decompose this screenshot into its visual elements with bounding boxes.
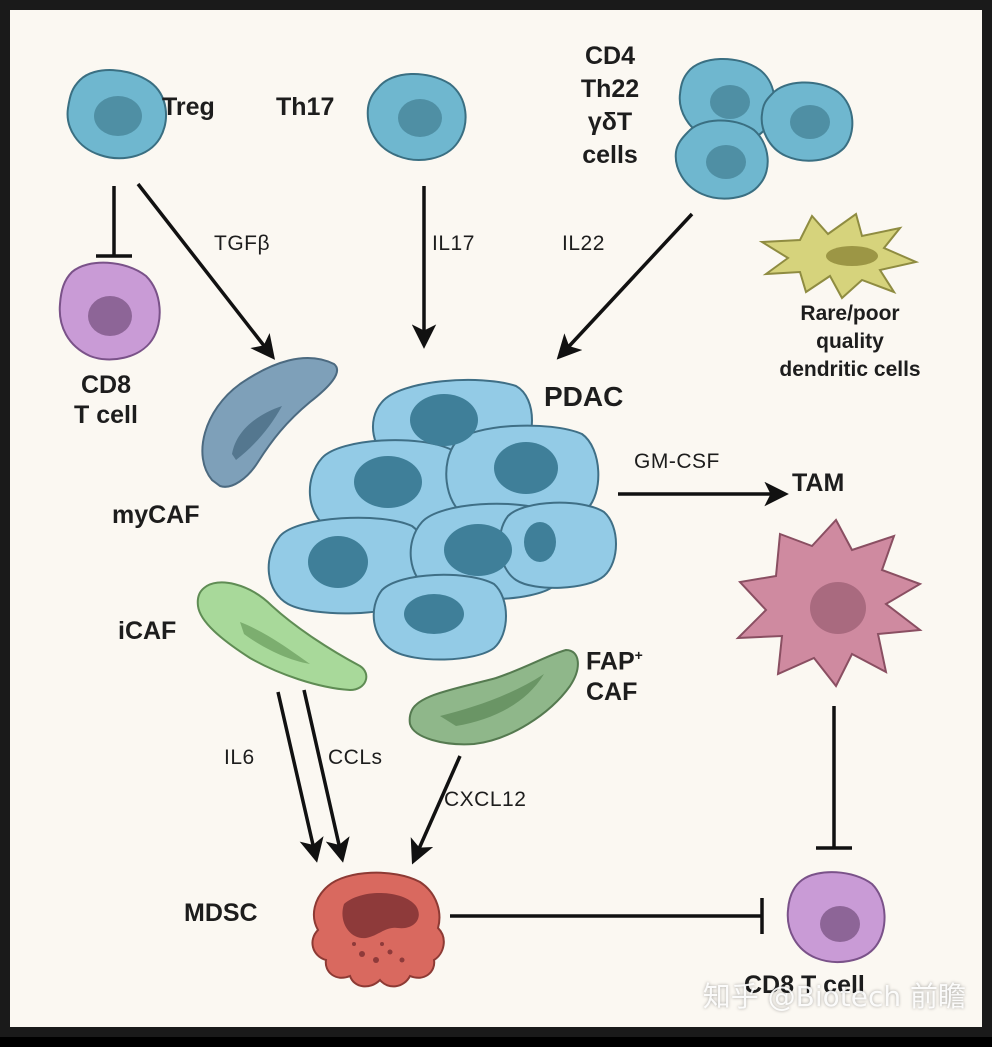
cd4-line-3: γδT: [570, 106, 650, 139]
treg-cell-icon: [68, 70, 166, 158]
gmcsf-label: GM-CSF: [634, 450, 720, 474]
tgfb-arrow: [138, 184, 272, 356]
ccls-label: CCLs: [328, 746, 383, 770]
fap-caf-text: FAP: [586, 647, 635, 675]
cd8-top-line-2: T cell: [46, 400, 166, 430]
il17-label: IL17: [432, 232, 475, 256]
cd8-top-label: CD8 T cell: [46, 370, 166, 430]
pdac-tumor-cluster-icon: [269, 380, 616, 660]
fap-caf-sup: +: [635, 647, 643, 663]
mycaf-label: myCAF: [112, 500, 200, 530]
treg-label: Treg: [162, 92, 215, 122]
watermark: 知乎 @Biotech 前瞻: [703, 975, 966, 1015]
tam-label: TAM: [792, 468, 844, 498]
tgfb-label: TGFβ: [214, 232, 270, 256]
th17-cell-icon: [368, 74, 466, 160]
fap-caf-line-1: FAP+: [586, 640, 643, 677]
dendritic-line-2: quality: [750, 328, 950, 356]
dendritic-line-1: Rare/poor: [750, 300, 950, 328]
dendritic-label: Rare/poor quality dendritic cells: [750, 300, 950, 384]
il22-label: IL22: [562, 232, 605, 256]
th17-label: Th17: [276, 92, 334, 122]
il6-label: IL6: [224, 746, 255, 770]
icaf-label: iCAF: [118, 616, 176, 646]
fap-caf-label: FAP+ CAF: [586, 640, 643, 708]
mdsc-cell-icon: [312, 873, 443, 987]
cd8-top-line-1: CD8: [46, 370, 166, 400]
pdac-label: PDAC: [544, 382, 623, 412]
cxcl12-label: CXCL12: [444, 788, 526, 812]
cd4-line-1: CD4: [570, 40, 650, 73]
cd8-top-cell-icon: [60, 263, 160, 360]
mdsc-label: MDSC: [184, 898, 258, 928]
fap-caf-cell-icon: [410, 650, 578, 744]
dendritic-line-3: dendritic cells: [750, 356, 950, 384]
dendritic-cell-icon: [762, 214, 916, 298]
cd8-bottom-cell-icon: [788, 872, 885, 962]
cd4-group-label: CD4 Th22 γδT cells: [570, 40, 650, 172]
cd4-line-2: Th22: [570, 73, 650, 106]
fap-caf-line-2: CAF: [586, 677, 643, 708]
cd4-line-4: cells: [570, 139, 650, 172]
cd4-cell-cluster-icon: [676, 59, 853, 199]
tam-cell-icon: [738, 520, 920, 686]
